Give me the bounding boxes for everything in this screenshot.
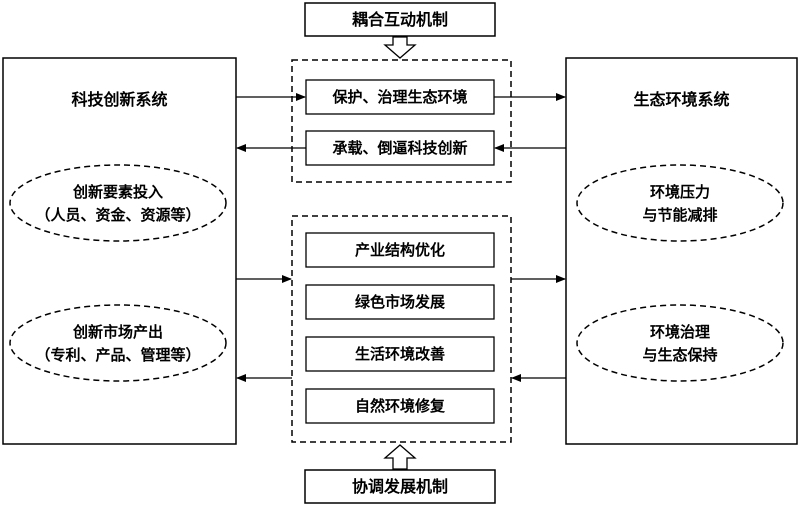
input-line-1: 创新要素投入 bbox=[72, 183, 163, 201]
coord-label-4: 自然环境修复 bbox=[354, 397, 445, 415]
force-box bbox=[305, 130, 495, 166]
pressure-line-1: 环境压力 bbox=[649, 183, 710, 201]
coord-label-1: 产业结构优化 bbox=[354, 241, 445, 259]
down-hollow-arrow bbox=[383, 36, 417, 59]
input-line-2: （人员、资金、资源等） bbox=[35, 206, 201, 224]
governance-line-2: 与生态保持 bbox=[642, 346, 718, 364]
coordination-mechanism-label: 协调发展机制 bbox=[351, 476, 448, 496]
protect-box bbox=[305, 79, 495, 115]
pressure-ellipse bbox=[576, 164, 784, 242]
coupling-mechanism-label: 耦合互动机制 bbox=[351, 9, 448, 29]
tech-system-box bbox=[2, 57, 237, 445]
pressure-line-2: 与节能减排 bbox=[642, 206, 718, 224]
coordination-mechanism-box bbox=[304, 469, 496, 504]
coord-box-3 bbox=[305, 336, 495, 372]
coupling-mechanism-box bbox=[304, 2, 496, 37]
governance-line-1: 环境治理 bbox=[649, 323, 710, 341]
tech-system-title: 科技创新系统 bbox=[71, 90, 168, 109]
interaction-dashed-group bbox=[291, 59, 512, 183]
coord-box-2 bbox=[305, 284, 495, 320]
protect-label: 保护、治理生态环境 bbox=[332, 88, 468, 106]
coord-box-1 bbox=[305, 232, 495, 268]
eco-system-box bbox=[565, 57, 798, 445]
eco-system-title: 生态环境系统 bbox=[633, 90, 730, 109]
governance-ellipse bbox=[576, 304, 784, 382]
up-hollow-arrow bbox=[383, 444, 417, 470]
output-line-1: 创新市场产出 bbox=[72, 323, 163, 341]
output-ellipse bbox=[9, 304, 227, 382]
input-ellipse bbox=[9, 164, 227, 242]
coord-label-2: 绿色市场发展 bbox=[354, 293, 445, 311]
force-label: 承载、倒逼科技创新 bbox=[332, 139, 468, 157]
coordination-dashed-group bbox=[291, 215, 512, 443]
coord-label-3: 生活环境改善 bbox=[354, 345, 445, 363]
coord-box-4 bbox=[305, 388, 495, 424]
output-line-2: （专利、产品、管理等） bbox=[35, 346, 201, 364]
